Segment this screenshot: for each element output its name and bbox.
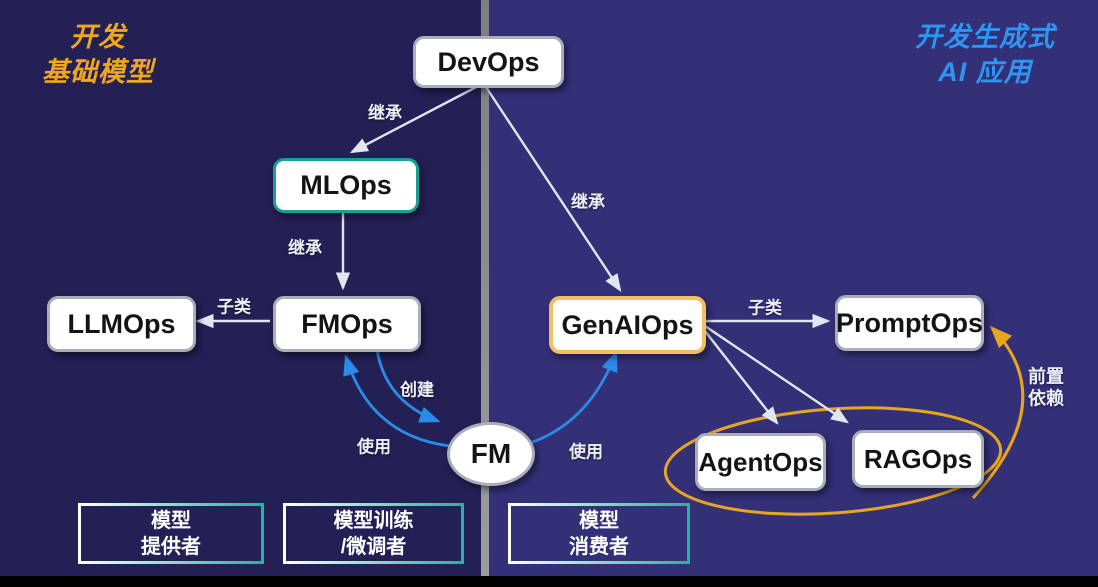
edge-label-pre-dependency-line2: 依赖 bbox=[1028, 388, 1064, 408]
role-provider-line2: 提供者 bbox=[141, 535, 201, 558]
right-title-line1: 开发生成式 bbox=[915, 22, 1055, 52]
edge-label-inherit-devops-mlops: 继承 bbox=[368, 103, 402, 123]
node-agentops-label: AgentOps bbox=[698, 446, 823, 477]
node-ragops-label: RAGOps bbox=[863, 443, 973, 474]
node-promptops: PromptOps bbox=[835, 295, 984, 351]
edge-genaiops-ragops bbox=[701, 323, 849, 424]
role-trainer-line1: 模型训练 bbox=[333, 509, 414, 532]
node-fm-label: FM bbox=[470, 438, 512, 469]
left-panel-background bbox=[0, 0, 484, 587]
edge-label-inherit-mlops-fmops: 继承 bbox=[288, 238, 322, 258]
edge-label-pre-dependency-line1: 前置 bbox=[1028, 366, 1064, 387]
edge-label-subclass-genaiops-promptops: 子类 bbox=[748, 298, 782, 318]
node-agentops: AgentOps bbox=[695, 433, 826, 491]
left-title-line2: 基础模型 bbox=[42, 56, 154, 87]
role-box-model-consumer: 模型 消费者 bbox=[508, 503, 690, 564]
role-consumer-line1: 模型 bbox=[579, 509, 619, 532]
edge-label-use-right: 使用 bbox=[569, 442, 603, 462]
node-llmops: LLMOps bbox=[47, 296, 196, 352]
edge-devops-mlops bbox=[349, 82, 483, 154]
edge-genaiops-agentops bbox=[700, 325, 779, 425]
edge-label-subclass-fmops-llmops: 子类 bbox=[217, 297, 251, 317]
vertical-divider bbox=[481, 0, 489, 577]
edge-fm-genaiops-use bbox=[526, 350, 618, 446]
node-mlops: MLOps bbox=[273, 158, 419, 213]
node-genaiops-label: GenAIOps bbox=[561, 309, 694, 340]
edge-label-create: 创建 bbox=[400, 380, 434, 400]
role-box-model-provider: 模型 提供者 bbox=[78, 503, 264, 564]
node-fm: FM bbox=[447, 422, 535, 486]
node-devops-label: DevOps bbox=[437, 46, 540, 77]
node-ragops: RAGOps bbox=[852, 430, 984, 488]
edge-fmops-fm-create bbox=[375, 349, 441, 423]
role-provider-line1: 模型 bbox=[151, 509, 191, 532]
node-llmops-label: LLMOps bbox=[67, 308, 176, 339]
node-fmops: FMOps bbox=[273, 296, 421, 352]
edge-devops-genaiops bbox=[482, 83, 622, 293]
node-mlops-label: MLOps bbox=[300, 170, 392, 200]
role-box-model-trainer: 模型训练 /微调者 bbox=[283, 503, 464, 564]
right-title-line2: AI 应用 bbox=[938, 56, 1032, 87]
right-title: 开发生成式 AI 应用 bbox=[890, 20, 1080, 89]
node-genaiops: GenAIOps bbox=[549, 296, 706, 354]
bottom-black-bar bbox=[0, 576, 1098, 587]
role-consumer-line2: 消费者 bbox=[569, 535, 629, 558]
node-promptops-label: PromptOps bbox=[836, 307, 984, 338]
role-trainer-line2: /微调者 bbox=[340, 535, 407, 558]
edge-label-use-left: 使用 bbox=[357, 437, 391, 457]
edge-ragops-promptops-predependency bbox=[971, 325, 1025, 500]
left-title-line1: 开发 bbox=[70, 22, 126, 52]
node-devops: DevOps bbox=[413, 36, 564, 88]
node-fmops-label: FMOps bbox=[301, 308, 393, 339]
edge-fm-fmops-use bbox=[343, 354, 451, 448]
left-title: 开发 基础模型 bbox=[8, 20, 188, 89]
edge-label-pre-dependency: 前置 依赖 bbox=[1028, 366, 1064, 409]
edge-label-inherit-devops-genaiops: 继承 bbox=[571, 192, 605, 212]
